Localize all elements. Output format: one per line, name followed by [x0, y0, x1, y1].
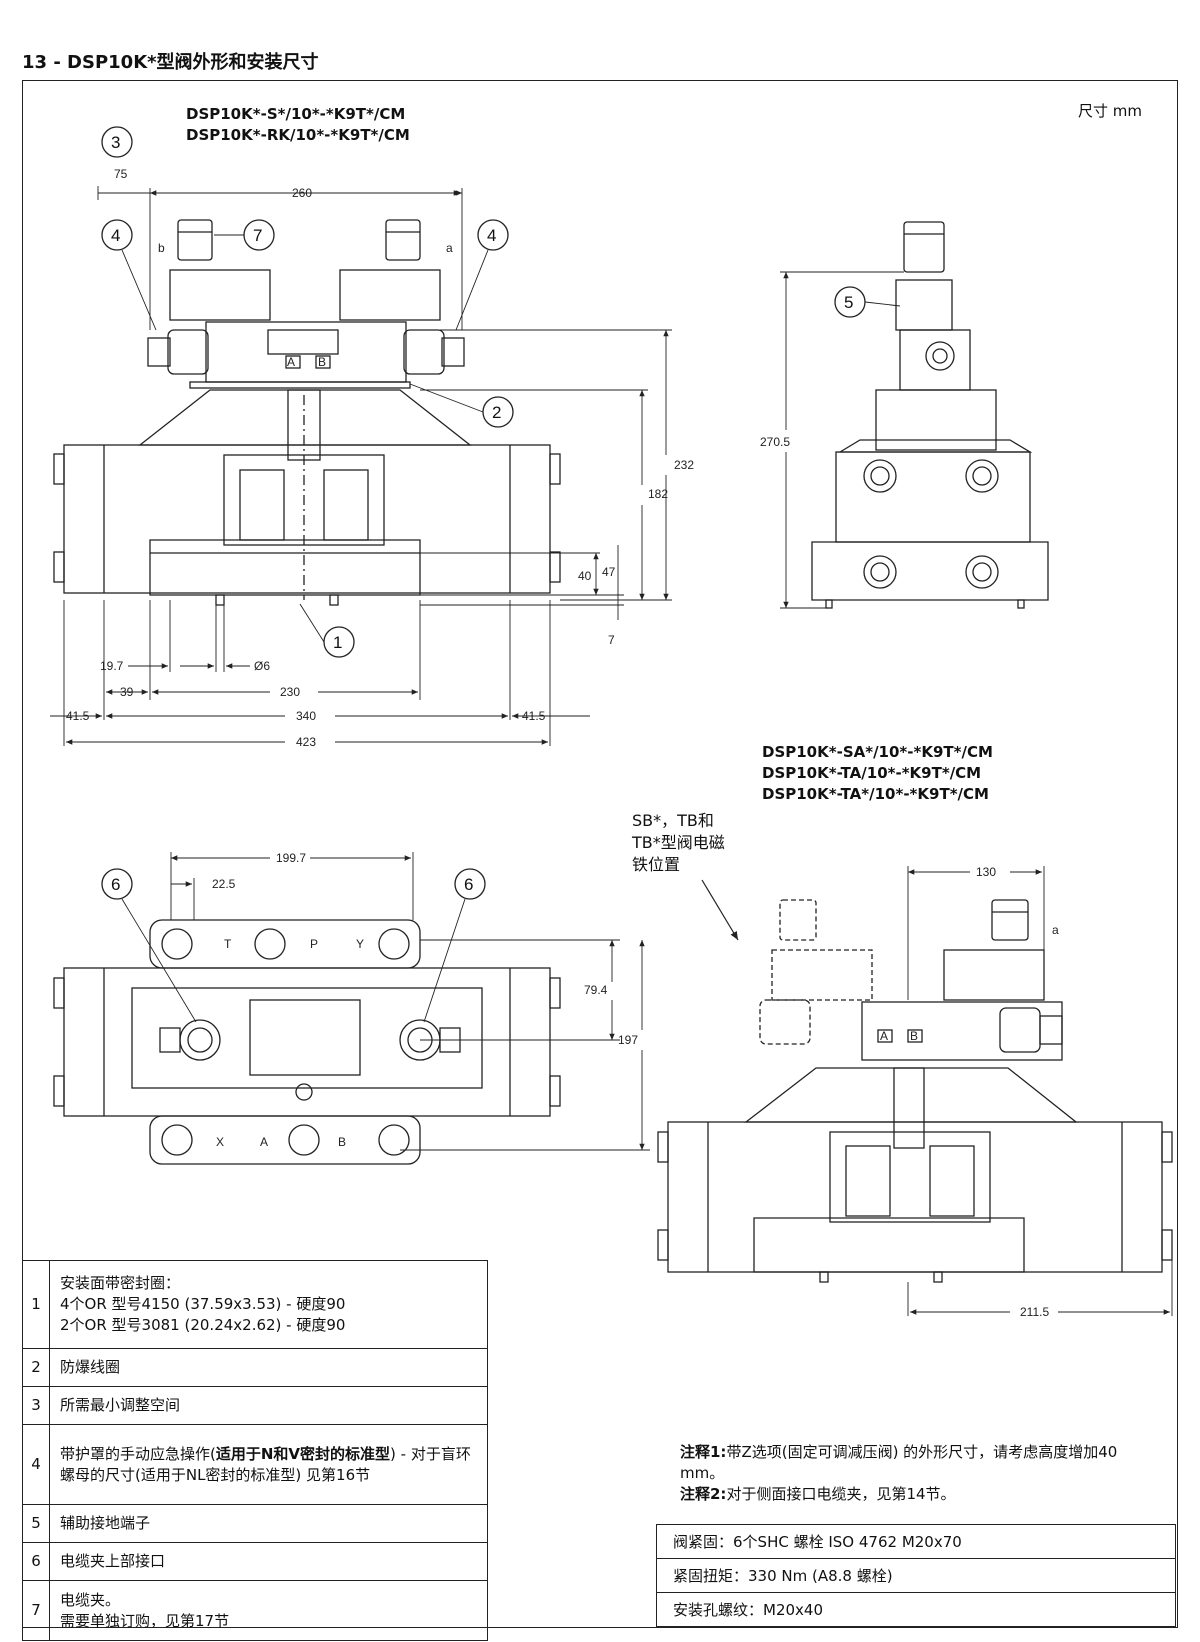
- port-label-a: a: [1052, 923, 1059, 937]
- unit-label: 尺寸 mm: [1078, 102, 1142, 120]
- dim-79-4: 79.4: [584, 983, 608, 997]
- callout-2: 2: [492, 403, 501, 422]
- table-row: 安装孔螺纹：M20x40: [656, 1592, 1176, 1627]
- dim-260: 260: [292, 186, 312, 200]
- callout-3: 3: [111, 133, 120, 152]
- port-label-A: A: [260, 1135, 268, 1149]
- dim-41-5-right: 41.5: [522, 709, 546, 723]
- dim-199-7: 199.7: [276, 851, 306, 865]
- port-label-B: B: [338, 1135, 346, 1149]
- fastening-spec-table: 阀紧固：6个SHC 螺栓 ISO 4762 M20x70 紧固扭矩：330 Nm…: [656, 1524, 1176, 1627]
- dim-7: 7: [608, 633, 615, 647]
- table-row: 2 防爆线圈: [22, 1348, 488, 1387]
- table-row: 7 电缆夹。 需要单独订购，见第17节: [22, 1580, 488, 1641]
- dim-230: 230: [280, 685, 300, 699]
- front-view: [53, 219, 561, 606]
- table-row: 紧固扭矩：330 Nm (A8.8 螺栓): [656, 1558, 1176, 1593]
- table-row: 1 安装面带密封圈： 4个OR 型号4150 (37.59x3.53) - 硬度…: [22, 1260, 488, 1349]
- top-view: [53, 852, 650, 1165]
- model-label: DSP10K*-TA*/10*-*K9T*/CM: [762, 785, 989, 803]
- dim-340: 340: [296, 709, 316, 723]
- port-label-a: a: [446, 241, 453, 255]
- callout-1: 1: [333, 633, 342, 652]
- callout-4: 4: [487, 226, 496, 245]
- dim-19-7: 19.7: [100, 659, 124, 673]
- parts-table: 1 安装面带密封圈： 4个OR 型号4150 (37.59x3.53) - 硬度…: [22, 1260, 488, 1641]
- page-title: 13 - DSP10K*型阀外形和安装尺寸: [22, 52, 319, 73]
- assembly-view: [657, 866, 1173, 1316]
- callouts: [101, 126, 901, 1023]
- port-label-P: P: [310, 937, 318, 951]
- table-row: 6 电缆夹上部接口: [22, 1542, 488, 1581]
- side-view: [780, 221, 1049, 609]
- port-label-Y: Y: [356, 937, 364, 951]
- table-row: 5 辅助接地端子: [22, 1504, 488, 1543]
- dim-197: 197: [618, 1033, 638, 1047]
- dim-75: 75: [114, 167, 128, 181]
- dim-211-5: 211.5: [1020, 1305, 1049, 1319]
- dim-130: 130: [976, 865, 996, 879]
- dim-dia-6: Ø6: [254, 659, 270, 673]
- front-dimensions: [50, 186, 672, 746]
- notes: 注释1:带Z选项(固定可调减压阀) 的外形尺寸，请考虑高度增加40 mm。 注释…: [680, 1443, 1118, 1503]
- port-label-A: A: [287, 355, 295, 369]
- dim-47: 47: [602, 565, 616, 579]
- port-label-b: b: [158, 241, 165, 255]
- model-label: DSP10K*-RK/10*-*K9T*/CM: [186, 126, 410, 144]
- port-label-B: B: [318, 355, 326, 369]
- dim-40: 40: [578, 569, 592, 583]
- drawing-frame: [22, 80, 1178, 1628]
- callout-4: 4: [111, 226, 120, 245]
- model-label: DSP10K*-SA*/10*-*K9T*/CM: [762, 743, 993, 761]
- model-label: DSP10K*-TA/10*-*K9T*/CM: [762, 764, 982, 782]
- port-label-B: B: [910, 1029, 918, 1043]
- table-row: 阀紧固：6个SHC 螺栓 ISO 4762 M20x70: [656, 1524, 1176, 1559]
- table-row: 3 所需最小调整空间: [22, 1386, 488, 1425]
- port-label-A: A: [880, 1029, 888, 1043]
- port-label-X: X: [216, 1135, 224, 1149]
- table-row: 4 带护罩的手动应急操作(适用于N和V密封的标准型) - 对于盲环螺母的尺寸(适…: [22, 1424, 488, 1505]
- dim-182: 182: [648, 487, 668, 501]
- dim-232: 232: [674, 458, 694, 472]
- callout-7: 7: [253, 226, 262, 245]
- dim-39: 39: [120, 685, 134, 699]
- port-label-T: T: [224, 937, 232, 951]
- dim-41-5-left: 41.5: [66, 709, 90, 723]
- callout-6: 6: [464, 875, 473, 894]
- solenoid-position-note: SB*，TB和 TB*型阀电磁 铁位置: [632, 811, 725, 874]
- model-label: DSP10K*-S*/10*-*K9T*/CM: [186, 105, 406, 123]
- callout-6: 6: [111, 875, 120, 894]
- dim-270-5: 270.5: [760, 435, 790, 449]
- dim-423: 423: [296, 735, 316, 749]
- callout-5: 5: [844, 293, 853, 312]
- dim-22-5: 22.5: [212, 877, 236, 891]
